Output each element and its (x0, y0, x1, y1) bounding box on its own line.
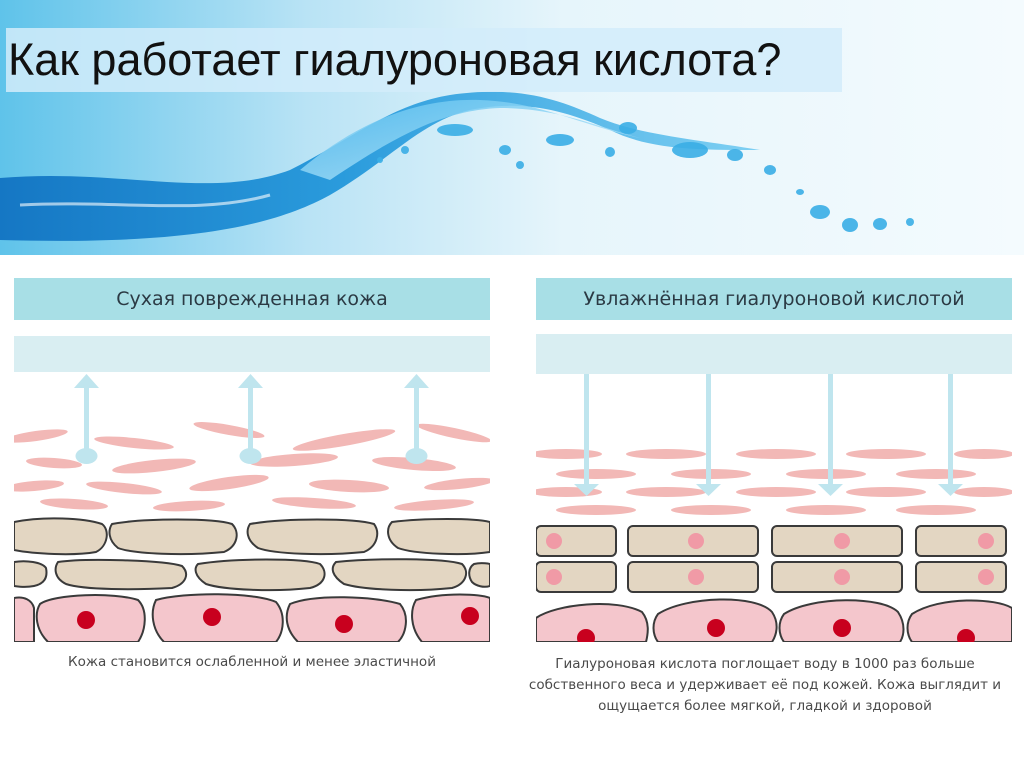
nucleus-dots (577, 619, 975, 642)
wave-body (0, 91, 760, 241)
hydrated-skin-panel: Увлажнённая гиалуроновой кислотой (536, 278, 1012, 642)
dry-skin-header: Сухая поврежденная кожа (14, 278, 490, 320)
skin-surface-band (14, 336, 490, 372)
hydrated-skin-header: Увлажнённая гиалуроновой кислотой (536, 278, 1012, 320)
hydrated-nucleus-dots (546, 533, 994, 585)
hydrated-skin-caption: Гиалуроновая кислота поглощает воду в 10… (528, 656, 1002, 714)
hero-banner: Как работает гиалуроновая кислота? (0, 0, 1024, 255)
keratinocyte-layer (14, 517, 490, 592)
keratinocyte-layer (536, 525, 1007, 593)
hydrated-skin-diagram (536, 334, 1012, 642)
nucleus-dots (77, 607, 479, 633)
dry-skin-diagram (14, 336, 490, 642)
skin-surface-band (536, 334, 1012, 374)
arrow-up-icon (74, 374, 429, 464)
wave-crest (300, 99, 640, 180)
water-droplets (377, 122, 914, 232)
water-splash (0, 91, 914, 241)
collagen-fibers (14, 422, 490, 512)
wave-highlight (19, 193, 271, 208)
title-background (6, 28, 842, 92)
dry-skin-panel: Сухая поврежденная кожа (14, 278, 490, 642)
dry-skin-caption: Кожа становится ослабленной и менее элас… (68, 654, 436, 670)
page-title: Как работает гиалуроновая кислота? (8, 34, 782, 85)
arrow-down-icon (574, 374, 963, 496)
basal-cell-layer (536, 598, 1012, 642)
collagen-fibers (536, 449, 1012, 515)
